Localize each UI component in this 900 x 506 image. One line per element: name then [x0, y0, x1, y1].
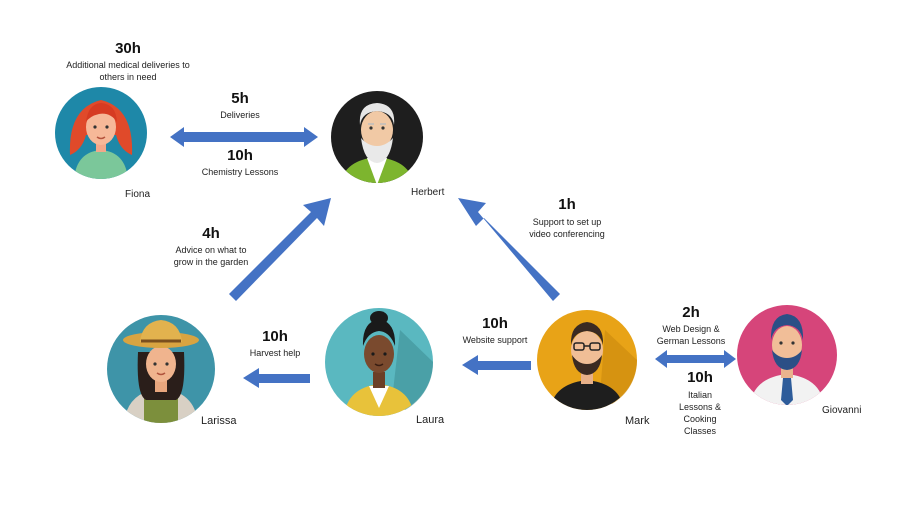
hours-larissa-to-herbert: 4h	[202, 225, 220, 242]
hours-herbert-to-fiona: 5h	[231, 90, 249, 107]
hours-mark-to-herbert: 1h	[558, 196, 576, 213]
avatar-fiona	[55, 87, 147, 179]
label-mark-to-giovanni: Web Design & German Lessons	[656, 324, 726, 346]
person-name-giovanni: Giovanni	[822, 405, 862, 416]
person-name-fiona: Fiona	[125, 189, 151, 200]
arrow-laura-to-larissa	[243, 368, 310, 388]
hours-mark-to-laura: 10h	[482, 315, 508, 332]
hours-fiona-extra: 30h	[115, 40, 141, 57]
arrow-larissa-to-herbert	[229, 198, 331, 301]
person-name-herbert: Herbert	[411, 187, 445, 198]
hours-laura-to-larissa: 10h	[262, 328, 288, 345]
label-herbert-to-fiona: Deliveries	[220, 110, 260, 120]
arrow-mark-giovanni	[655, 350, 736, 368]
arrows	[170, 127, 736, 388]
hours-mark-to-giovanni: 2h	[682, 304, 700, 321]
avatar-herbert	[331, 91, 423, 183]
hours-fiona-to-herbert: 10h	[227, 147, 253, 164]
label-larissa-to-herbert: Advice on what to grow in the garden	[173, 245, 249, 267]
avatar-giovanni	[737, 305, 837, 405]
label-giovanni-to-mark: Italian Lessons & Cooking Classes	[678, 390, 722, 436]
avatar-mark	[537, 310, 638, 410]
person-name-mark: Mark	[625, 415, 650, 427]
person-name-laura: Laura	[416, 414, 445, 426]
label-mark-to-laura: Website support	[462, 335, 528, 345]
arrow-fiona-herbert	[170, 127, 318, 147]
avatar-larissa	[107, 315, 215, 423]
person-name-larissa: Larissa	[201, 415, 237, 427]
label-mark-to-herbert: Support to set up video conferencing	[529, 217, 605, 239]
avatar-laura	[325, 308, 434, 416]
hours-giovanni-to-mark: 10h	[687, 369, 713, 386]
arrow-mark-to-herbert	[458, 198, 560, 301]
label-fiona-extra: Additional medical deliveries to others …	[66, 60, 190, 82]
label-fiona-to-herbert: Chemistry Lessons	[201, 167, 279, 177]
arrow-mark-to-laura	[462, 355, 531, 375]
label-laura-to-larissa: Harvest help	[249, 348, 301, 358]
